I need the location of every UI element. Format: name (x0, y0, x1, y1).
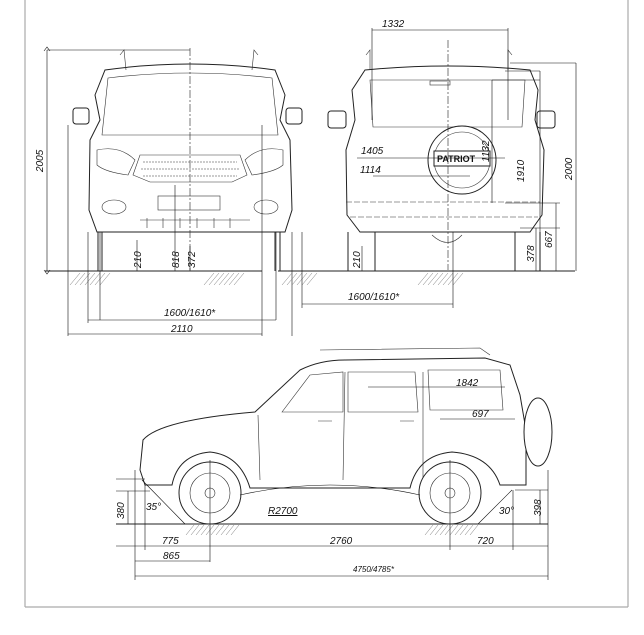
license-plate (157, 195, 221, 211)
quarter-window (427, 369, 504, 411)
ramp-radius: R2700 (268, 506, 298, 517)
brake-light (429, 80, 451, 86)
dim-length-overall: 4750/4785* (353, 565, 395, 574)
dim-rear-track: 1600/1610* (348, 292, 400, 303)
right-mirror (536, 110, 556, 129)
dim-wheelbase-2760: 2760 (329, 536, 353, 547)
rear-door-window (347, 371, 419, 413)
approach-angle: 35° (146, 502, 161, 513)
dim-1114: 1114 (360, 165, 381, 176)
ground-hatch (185, 524, 479, 536)
departure-angle: 30° (499, 506, 514, 517)
rear-wheels (347, 232, 541, 271)
dim-1132: 1132 (481, 140, 492, 162)
rear-view: PATRIOT 1332 1405 1114 1132 1910 2000 66… (278, 19, 577, 308)
dim-front-clearance-210: 210 (133, 251, 144, 269)
dim-1405: 1405 (361, 146, 384, 157)
headlights (96, 148, 284, 176)
differential (431, 234, 463, 243)
page-border (24, 0, 629, 608)
dim-372: 372 (187, 251, 198, 268)
front-door-window (281, 371, 344, 413)
dim-rear-overhang-720: 720 (477, 536, 494, 547)
spare-wheel-badge: PATRIOT (437, 154, 476, 164)
side-view: 380 35° R2700 30° 398 775 2760 720 865 4… (116, 347, 553, 580)
front-wheels (97, 232, 281, 271)
left-fog-light (101, 199, 127, 215)
roof-rack (319, 347, 491, 356)
grille (132, 154, 248, 183)
left-mirror (72, 107, 90, 125)
dim-front-track: 1600/1610* (164, 308, 216, 319)
dim-1842: 1842 (456, 378, 479, 389)
left-mirror (327, 110, 347, 129)
ground-hatch (69, 272, 245, 286)
dim-front-overhang-775: 775 (162, 536, 179, 547)
dim-front-bumper-380: 380 (116, 502, 127, 519)
side-body (139, 357, 527, 489)
dim-667: 667 (544, 231, 555, 248)
dim-865: 865 (163, 551, 180, 562)
front-body (88, 63, 293, 233)
dim-roof-1332: 1332 (382, 19, 405, 30)
dim-height-2005: 2005 (35, 149, 46, 173)
dim-rear-clearance-210: 210 (352, 251, 363, 269)
dim-818: 818 (171, 251, 182, 268)
angle-lines (141, 479, 513, 525)
ground-hatch (281, 272, 464, 286)
door-seams (257, 371, 424, 481)
dim-rear-bumper-398: 398 (533, 499, 544, 516)
side-spare-wheel (523, 397, 553, 467)
dim-378: 378 (526, 245, 537, 262)
dim-1910: 1910 (516, 159, 527, 182)
dim-697: 697 (472, 409, 489, 420)
front-view: 2005 1600/1610* 2110 210 818 372 (35, 46, 303, 336)
right-mirror (285, 107, 303, 125)
windshield (101, 72, 279, 136)
dim-width-2110: 2110 (170, 324, 193, 335)
dim-2000: 2000 (564, 157, 575, 181)
right-fog-light (253, 199, 279, 215)
